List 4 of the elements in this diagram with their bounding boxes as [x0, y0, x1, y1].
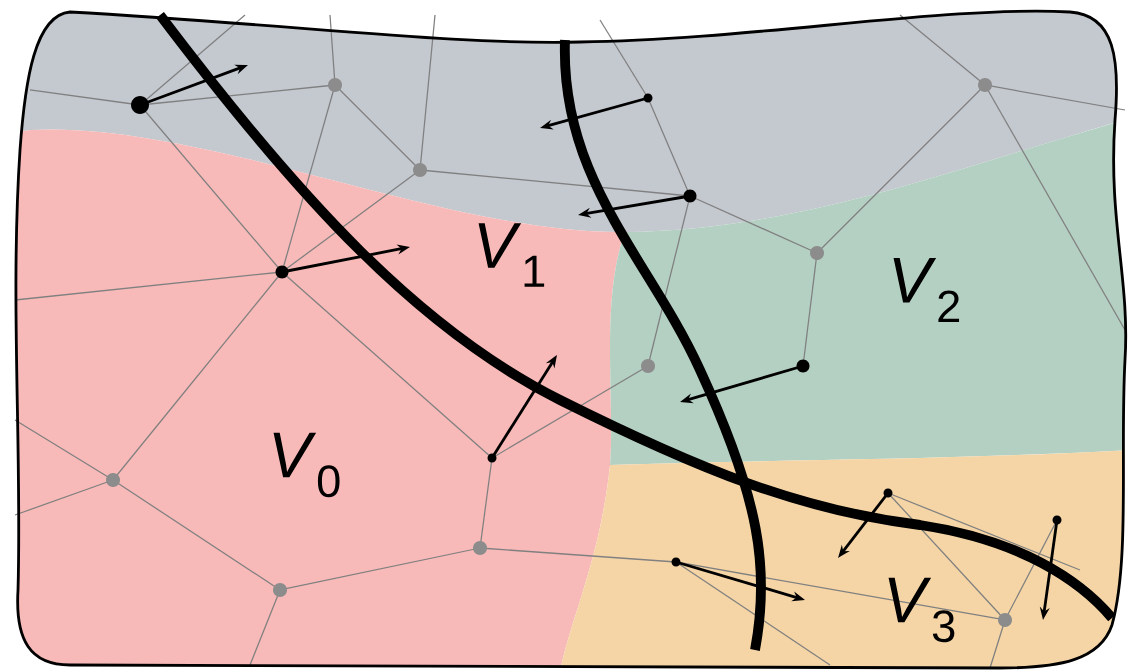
- region-label: V$_{0}$: [273, 432, 340, 498]
- region-label: V$_{3}$: [888, 577, 955, 643]
- region-label: V$_{1}$: [478, 223, 545, 287]
- region-label: V$_{2}$: [893, 257, 960, 322]
